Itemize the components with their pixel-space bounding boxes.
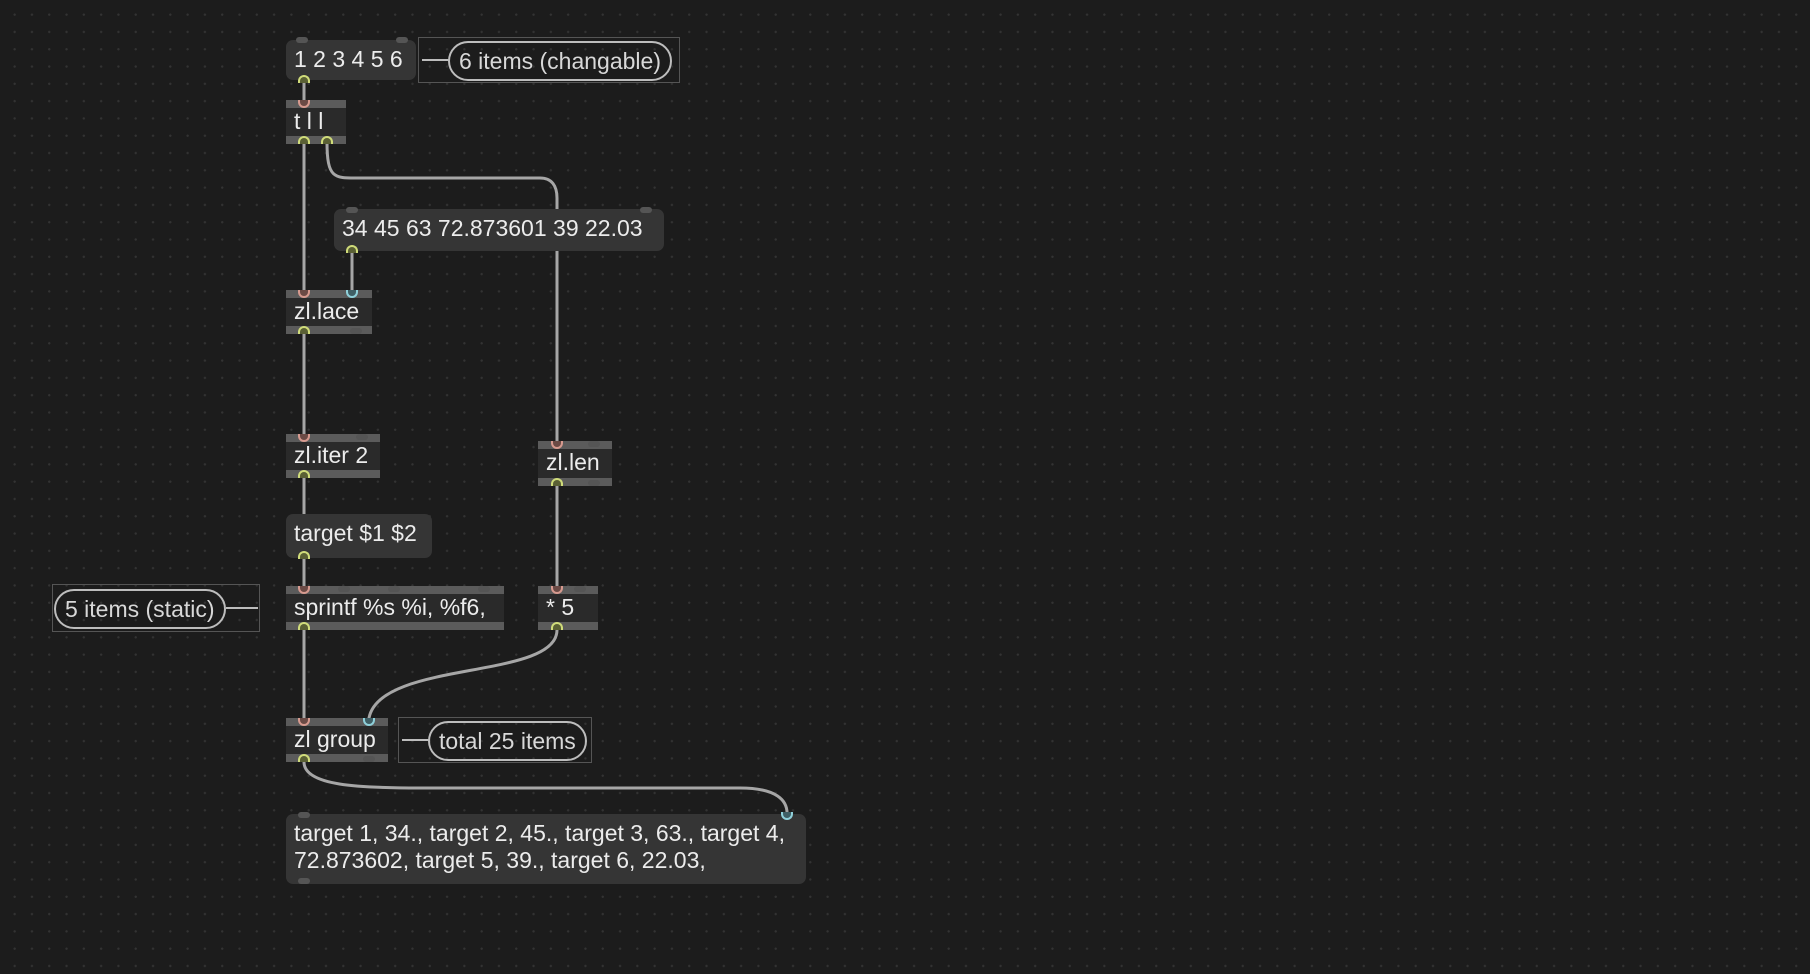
comment-frame-changable	[418, 37, 680, 83]
iter-object-text: zl.iter 2	[294, 442, 369, 468]
comment-changable-text: 6 items (changable)	[459, 48, 661, 74]
lace-object-text: zl.lace	[294, 298, 360, 324]
len-inlet-left[interactable]	[551, 441, 563, 449]
group-outlet-left[interactable]	[298, 754, 310, 762]
comment-static-text: 5 items (static)	[65, 596, 215, 622]
iter-outlet[interactable]	[298, 470, 310, 478]
iter-inlet-right[interactable]	[356, 434, 368, 440]
comment-frame-static	[52, 584, 260, 632]
trigger-inlet[interactable]	[298, 100, 310, 108]
group-object-text: zl group	[294, 726, 376, 752]
group-outlet-right[interactable]	[363, 756, 375, 762]
trigger-outlet-left[interactable]	[298, 136, 310, 144]
comment-total-text: total 25 items	[439, 728, 576, 754]
result-message-box[interactable]: target 1, 34., target 2, 45., target 3, …	[286, 814, 806, 884]
target-message-text: target $1 $2	[294, 520, 417, 546]
iter-inlet-left[interactable]	[298, 434, 310, 442]
len-outlet-left[interactable]	[551, 478, 563, 486]
len-object-text: zl.len	[546, 449, 600, 475]
len-outlet-right[interactable]	[588, 480, 600, 486]
multiply-object-box[interactable]: * 5	[538, 586, 598, 630]
group-inlet-right[interactable]	[363, 718, 375, 726]
target-message-box[interactable]: target $1 $2	[286, 514, 432, 558]
values-message-box[interactable]: 34 45 63 72.873601 39 22.03	[334, 209, 664, 251]
values-message-inlet[interactable]	[346, 207, 358, 213]
len-inlet-right[interactable]	[588, 441, 600, 447]
values-message-text: 34 45 63 72.873601 39 22.03	[342, 215, 643, 241]
result-message-outlet[interactable]	[298, 878, 310, 884]
multiply-outlet[interactable]	[551, 622, 563, 630]
lace-outlet-right[interactable]	[350, 328, 362, 334]
result-message-text: target 1, 34., target 2, 45., target 3, …	[294, 820, 785, 873]
lace-inlet-left[interactable]	[298, 290, 310, 298]
list-message-box[interactable]: 1 2 3 4 5 6	[286, 40, 416, 80]
list-message-inlet[interactable]	[296, 37, 308, 43]
comment-frame-total	[398, 717, 592, 763]
len-object-box[interactable]: zl.len	[538, 441, 612, 486]
lace-outlet-left[interactable]	[298, 326, 310, 334]
comment-static[interactable]: 5 items (static)	[54, 589, 226, 629]
result-message-inlet-right[interactable]	[781, 812, 793, 820]
lace-inlet-right[interactable]	[346, 290, 358, 298]
group-inlet-left[interactable]	[298, 718, 310, 726]
multiply-inlet-right[interactable]	[574, 586, 586, 592]
target-message-outlet[interactable]	[298, 551, 310, 559]
sprintf-inlet-4[interactable]	[478, 586, 490, 592]
sprintf-object-text: sprintf %s %i, %f6,	[294, 594, 486, 620]
list-message-inlet-right	[396, 37, 408, 43]
sprintf-outlet[interactable]	[298, 622, 310, 630]
list-message-outlet[interactable]	[298, 75, 310, 83]
comment-total[interactable]: total 25 items	[428, 721, 587, 761]
comment-changable[interactable]: 6 items (changable)	[448, 41, 672, 81]
trigger-outlet-right[interactable]	[321, 136, 333, 144]
values-message-inlet-right	[640, 207, 652, 213]
trigger-object-text: t l l	[294, 108, 324, 134]
cord-group-to-result	[302, 760, 789, 817]
multiply-object-text: * 5	[546, 594, 575, 620]
sprintf-inlet-1[interactable]	[298, 586, 310, 594]
sprintf-inlet-2[interactable]	[338, 586, 350, 592]
sprintf-inlet-3[interactable]	[388, 586, 400, 592]
multiply-inlet-left[interactable]	[551, 586, 563, 594]
sprintf-object-box[interactable]: sprintf %s %i, %f6,	[286, 586, 504, 630]
list-message-text: 1 2 3 4 5 6	[294, 46, 403, 72]
result-message-inlet[interactable]	[298, 812, 310, 818]
cord-multiply-to-group	[367, 628, 559, 720]
trigger-object-box[interactable]: t l l	[286, 100, 346, 144]
values-message-outlet[interactable]	[346, 245, 358, 253]
